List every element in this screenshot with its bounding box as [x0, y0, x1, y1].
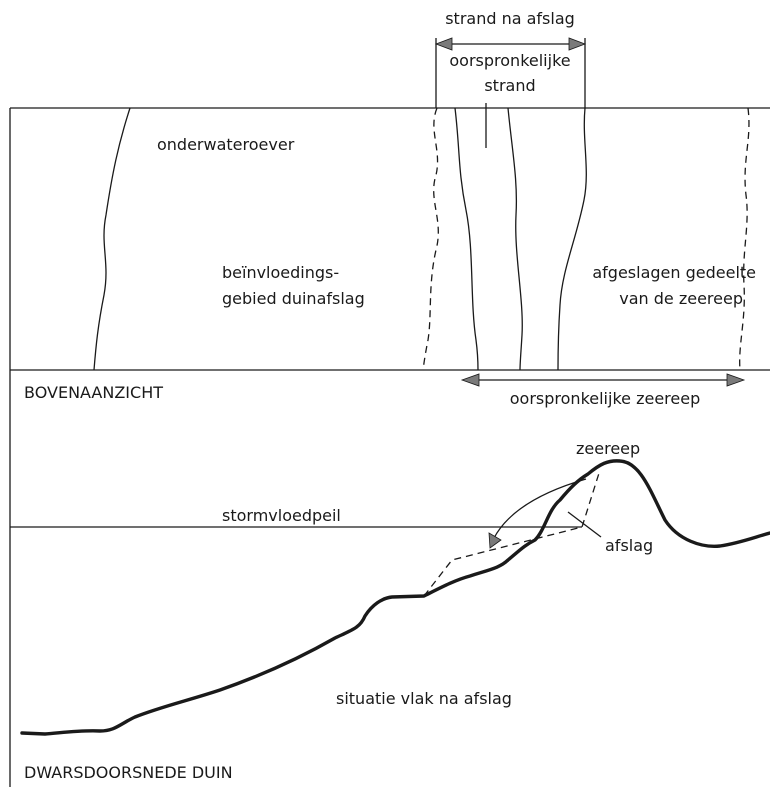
original-dune-dimension: oorspronkelijke zeereep [462, 374, 744, 408]
original-beach-landward-boundary [508, 108, 522, 370]
storm-surge-level-label: stormvloedpeil [222, 506, 341, 525]
beach-after-erosion-left-arrowhead [436, 38, 452, 50]
original-dune-foot-boundary [558, 108, 586, 370]
original-profile-dashed [424, 470, 600, 596]
eroded-part-label-line2: van de zeereep [619, 289, 743, 308]
cross-section: stormvloedpeil zeereep afslag situatie v… [10, 439, 770, 782]
underwater-shore-boundary [94, 108, 130, 370]
original-dune-left-arrowhead [462, 374, 479, 386]
underwater-shore-label: onderwateroever [157, 135, 295, 154]
post-erosion-situation-label: situatie vlak na afslag [336, 689, 512, 708]
beach-after-erosion-label: strand na afslag [445, 9, 575, 28]
beach-after-erosion-dimension: strand na afslag oorspronkelijke strand [436, 9, 585, 108]
beach-after-erosion-right-arrowhead [569, 38, 585, 50]
cross-section-title: DWARSDOORSNEDE DUIN [24, 763, 233, 782]
erosion-pointer [568, 512, 601, 537]
post-erosion-beach-seaward-boundary [423, 108, 438, 370]
original-beach-label-line1: oorspronkelijke [449, 51, 570, 70]
dune-crest-label: zeereep [576, 439, 640, 458]
original-dune-label: oorspronkelijke zeereep [510, 389, 700, 408]
original-beach-seaward-boundary [455, 108, 478, 370]
eroded-dune-boundary [740, 108, 749, 370]
influence-zone-label-line1: beïnvloedings- [222, 263, 339, 282]
original-dune-right-arrowhead [727, 374, 744, 386]
eroded-part-label-line1: afgeslagen gedeelte [592, 263, 756, 282]
original-beach-label-line2: strand [484, 76, 535, 95]
influence-zone-label-line2: gebied duinafslag [222, 289, 365, 308]
top-view-title: BOVENAANZICHT [24, 383, 163, 402]
erosion-label: afslag [605, 536, 653, 555]
top-view: onderwateroever beïnvloedings- gebied du… [10, 103, 770, 787]
